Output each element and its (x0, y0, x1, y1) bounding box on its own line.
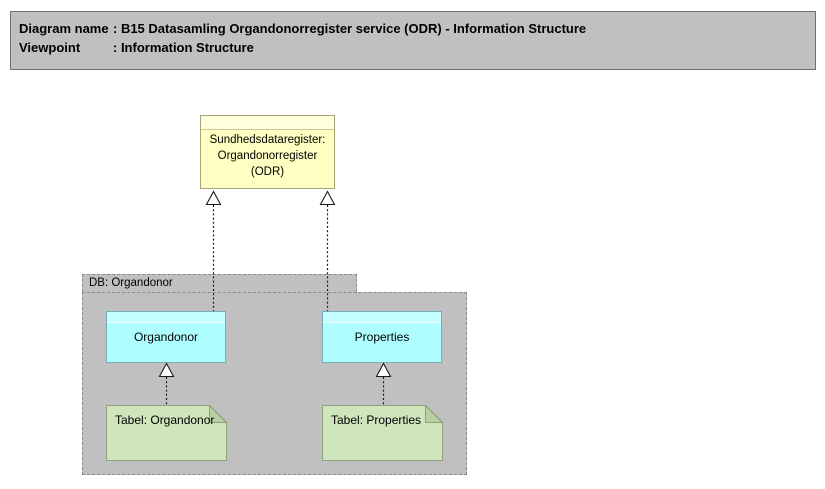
entity-node-label: Organdonor (133, 330, 199, 344)
table-note-properties[interactable]: Tabel: Properties (322, 405, 443, 461)
diagram-info-header: Diagram name : B15 Datasamling Organdono… (10, 11, 816, 70)
service-node-label: Sundhedsdataregister: Organdonorregister… (209, 134, 326, 178)
viewpoint-label: Viewpoint (19, 40, 81, 55)
note-shape (106, 405, 227, 461)
database-group-label: DB: Organdonor (89, 277, 173, 289)
viewpoint-value: : Information Structure (113, 40, 254, 55)
hollow-triangle-arrowhead-icon (205, 190, 222, 206)
note-body (106, 405, 227, 461)
table-note-organdonor[interactable]: Tabel: Organdonor (106, 405, 227, 461)
entity-node-properties[interactable]: Properties (322, 311, 442, 363)
database-group-tab[interactable]: DB: Organdonor (82, 274, 357, 292)
hollow-triangle-arrowhead-icon (319, 190, 336, 206)
entity-node-band (107, 312, 225, 323)
note-fold-corner-icon (425, 405, 443, 423)
note-shape (322, 405, 443, 461)
service-node-odr[interactable]: Sundhedsdataregister: Organdonorregister… (200, 115, 335, 189)
diagram-name-label: Diagram name (19, 21, 109, 36)
diagram-name-row: Diagram name : B15 Datasamling Organdono… (19, 19, 805, 38)
note-fold-corner-icon (209, 405, 227, 423)
table-note-label: Tabel: Organdonor (115, 413, 215, 427)
table-note-label: Tabel: Properties (331, 413, 422, 427)
entity-node-band (323, 312, 441, 323)
diagram-name-value: : B15 Datasamling Organdonorregister ser… (113, 21, 587, 36)
note-body (322, 405, 443, 461)
entity-node-label: Properties (354, 330, 410, 344)
viewpoint-row: Viewpoint : Information Structure (19, 38, 805, 57)
entity-node-organdonor[interactable]: Organdonor (106, 311, 226, 363)
service-node-band (201, 116, 334, 130)
